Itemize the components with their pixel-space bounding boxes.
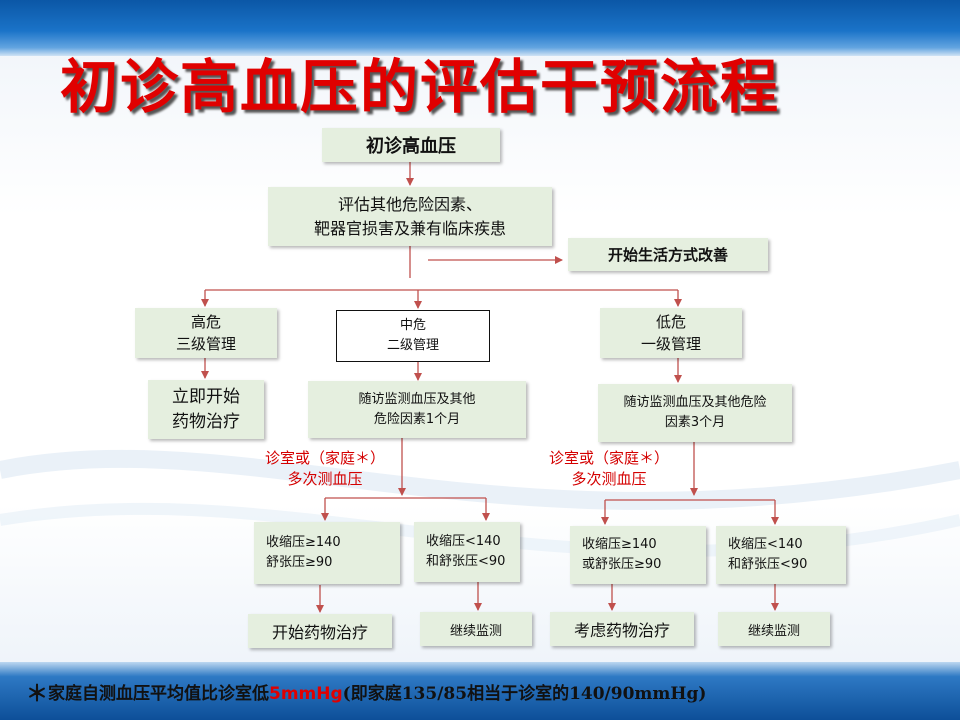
box-low-bp-normal-line2: 和舒张压<90 bbox=[728, 557, 808, 572]
footnote-asterisk: ＊ bbox=[26, 681, 49, 707]
box-initial-hypertension: 初诊高血压 bbox=[322, 128, 500, 162]
box-low-bp-high: 收缩压≥140 或舒张压≥90 bbox=[570, 526, 706, 584]
box-low-risk-line1: 低危 bbox=[655, 313, 686, 331]
box-mid-bp-normal-line2: 和舒张压<90 bbox=[426, 554, 506, 569]
box-mid-bp-high-line1: 收缩压≥140 bbox=[266, 535, 341, 550]
box-low-consider-treatment: 考虑药物治疗 bbox=[550, 612, 694, 646]
box-mid-start-treatment-label: 开始药物治疗 bbox=[271, 623, 368, 642]
box-mid-risk-line2: 二级管理 bbox=[386, 338, 439, 353]
box-lifestyle-label: 开始生活方式改善 bbox=[607, 246, 728, 264]
box-mid-risk-line1: 中危 bbox=[399, 318, 426, 333]
footnote-highlight: 5mmHg bbox=[269, 684, 343, 704]
box-low-risk-line2: 一级管理 bbox=[640, 335, 701, 353]
box-high-immediate-treatment: 立即开始 药物治疗 bbox=[148, 380, 264, 439]
box-mid-bp-normal: 收缩压<140 和舒张压<90 bbox=[414, 522, 520, 582]
bottom-banner bbox=[0, 662, 960, 720]
box-assessment-line2: 靶器官损害及兼有临床疾患 bbox=[313, 218, 506, 238]
label-low-measurement-line2: 多次测血压 bbox=[571, 470, 647, 488]
box-high-immediate-treatment-line1: 立即开始 bbox=[172, 386, 240, 407]
label-mid-measurement: 诊室或（家庭＊） 多次测血压 bbox=[240, 448, 410, 490]
box-mid-followup-line2: 危险因素1个月 bbox=[373, 411, 461, 427]
label-low-measurement: 诊室或（家庭＊） 多次测血压 bbox=[524, 448, 694, 490]
slide-title: 初诊高血压的评估干预流程 bbox=[60, 53, 781, 121]
footnote-suffix: (即家庭135/85相当于诊室的140/90mmHg) bbox=[342, 684, 707, 704]
box-low-continue-monitoring-label: 继续监测 bbox=[747, 623, 800, 639]
box-initial-hypertension-label: 初诊高血压 bbox=[366, 136, 456, 157]
box-mid-continue-monitoring-label: 继续监测 bbox=[449, 623, 502, 639]
box-low-consider-treatment-label: 考虑药物治疗 bbox=[573, 621, 670, 640]
label-low-measurement-line1: 诊室或（家庭＊） bbox=[548, 449, 669, 467]
box-mid-bp-high-line2: 舒张压≥90 bbox=[266, 555, 333, 570]
box-mid-bp-normal-line1: 收缩压<140 bbox=[426, 534, 501, 549]
label-mid-measurement-line2: 多次测血压 bbox=[287, 470, 363, 488]
footnote: ＊家庭自测血压平均值比诊室低5mmHg(即家庭135/85相当于诊室的140/9… bbox=[26, 676, 946, 707]
box-high-risk: 高危 三级管理 bbox=[135, 308, 277, 358]
box-low-bp-normal: 收缩压<140 和舒张压<90 bbox=[716, 526, 846, 584]
label-mid-measurement-line1: 诊室或（家庭＊） bbox=[264, 449, 385, 467]
box-mid-continue-monitoring: 继续监测 bbox=[420, 612, 532, 646]
box-high-risk-line2: 三级管理 bbox=[175, 335, 236, 353]
box-low-risk: 低危 一级管理 bbox=[600, 308, 742, 358]
box-low-bp-high-line1: 收缩压≥140 bbox=[582, 537, 657, 552]
box-low-followup-line2: 因素3个月 bbox=[664, 415, 726, 430]
box-assessment-line1: 评估其他危险因素、 bbox=[337, 194, 482, 214]
box-high-risk-line1: 高危 bbox=[190, 313, 221, 331]
box-low-bp-high-line2: 或舒张压≥90 bbox=[582, 557, 662, 572]
box-mid-followup-line1: 随访监测血压及其他 bbox=[358, 391, 476, 407]
box-low-followup-line1: 随访监测血压及其他危险 bbox=[623, 395, 767, 410]
box-mid-risk: 中危 二级管理 bbox=[336, 310, 490, 362]
top-banner bbox=[0, 0, 960, 56]
box-mid-start-treatment: 开始药物治疗 bbox=[248, 614, 392, 648]
footnote-prefix: 家庭自测血压平均值比诊室低 bbox=[48, 684, 270, 704]
box-mid-followup: 随访监测血压及其他 危险因素1个月 bbox=[308, 381, 526, 438]
box-mid-bp-high: 收缩压≥140 舒张压≥90 bbox=[254, 522, 400, 584]
box-assessment: 评估其他危险因素、 靶器官损害及兼有临床疾患 bbox=[268, 187, 552, 246]
box-low-continue-monitoring: 继续监测 bbox=[718, 612, 830, 646]
box-low-followup: 随访监测血压及其他危险 因素3个月 bbox=[598, 384, 792, 442]
box-high-immediate-treatment-line2: 药物治疗 bbox=[172, 411, 240, 432]
box-lifestyle: 开始生活方式改善 bbox=[568, 238, 768, 271]
box-low-bp-normal-line1: 收缩压<140 bbox=[728, 537, 803, 552]
